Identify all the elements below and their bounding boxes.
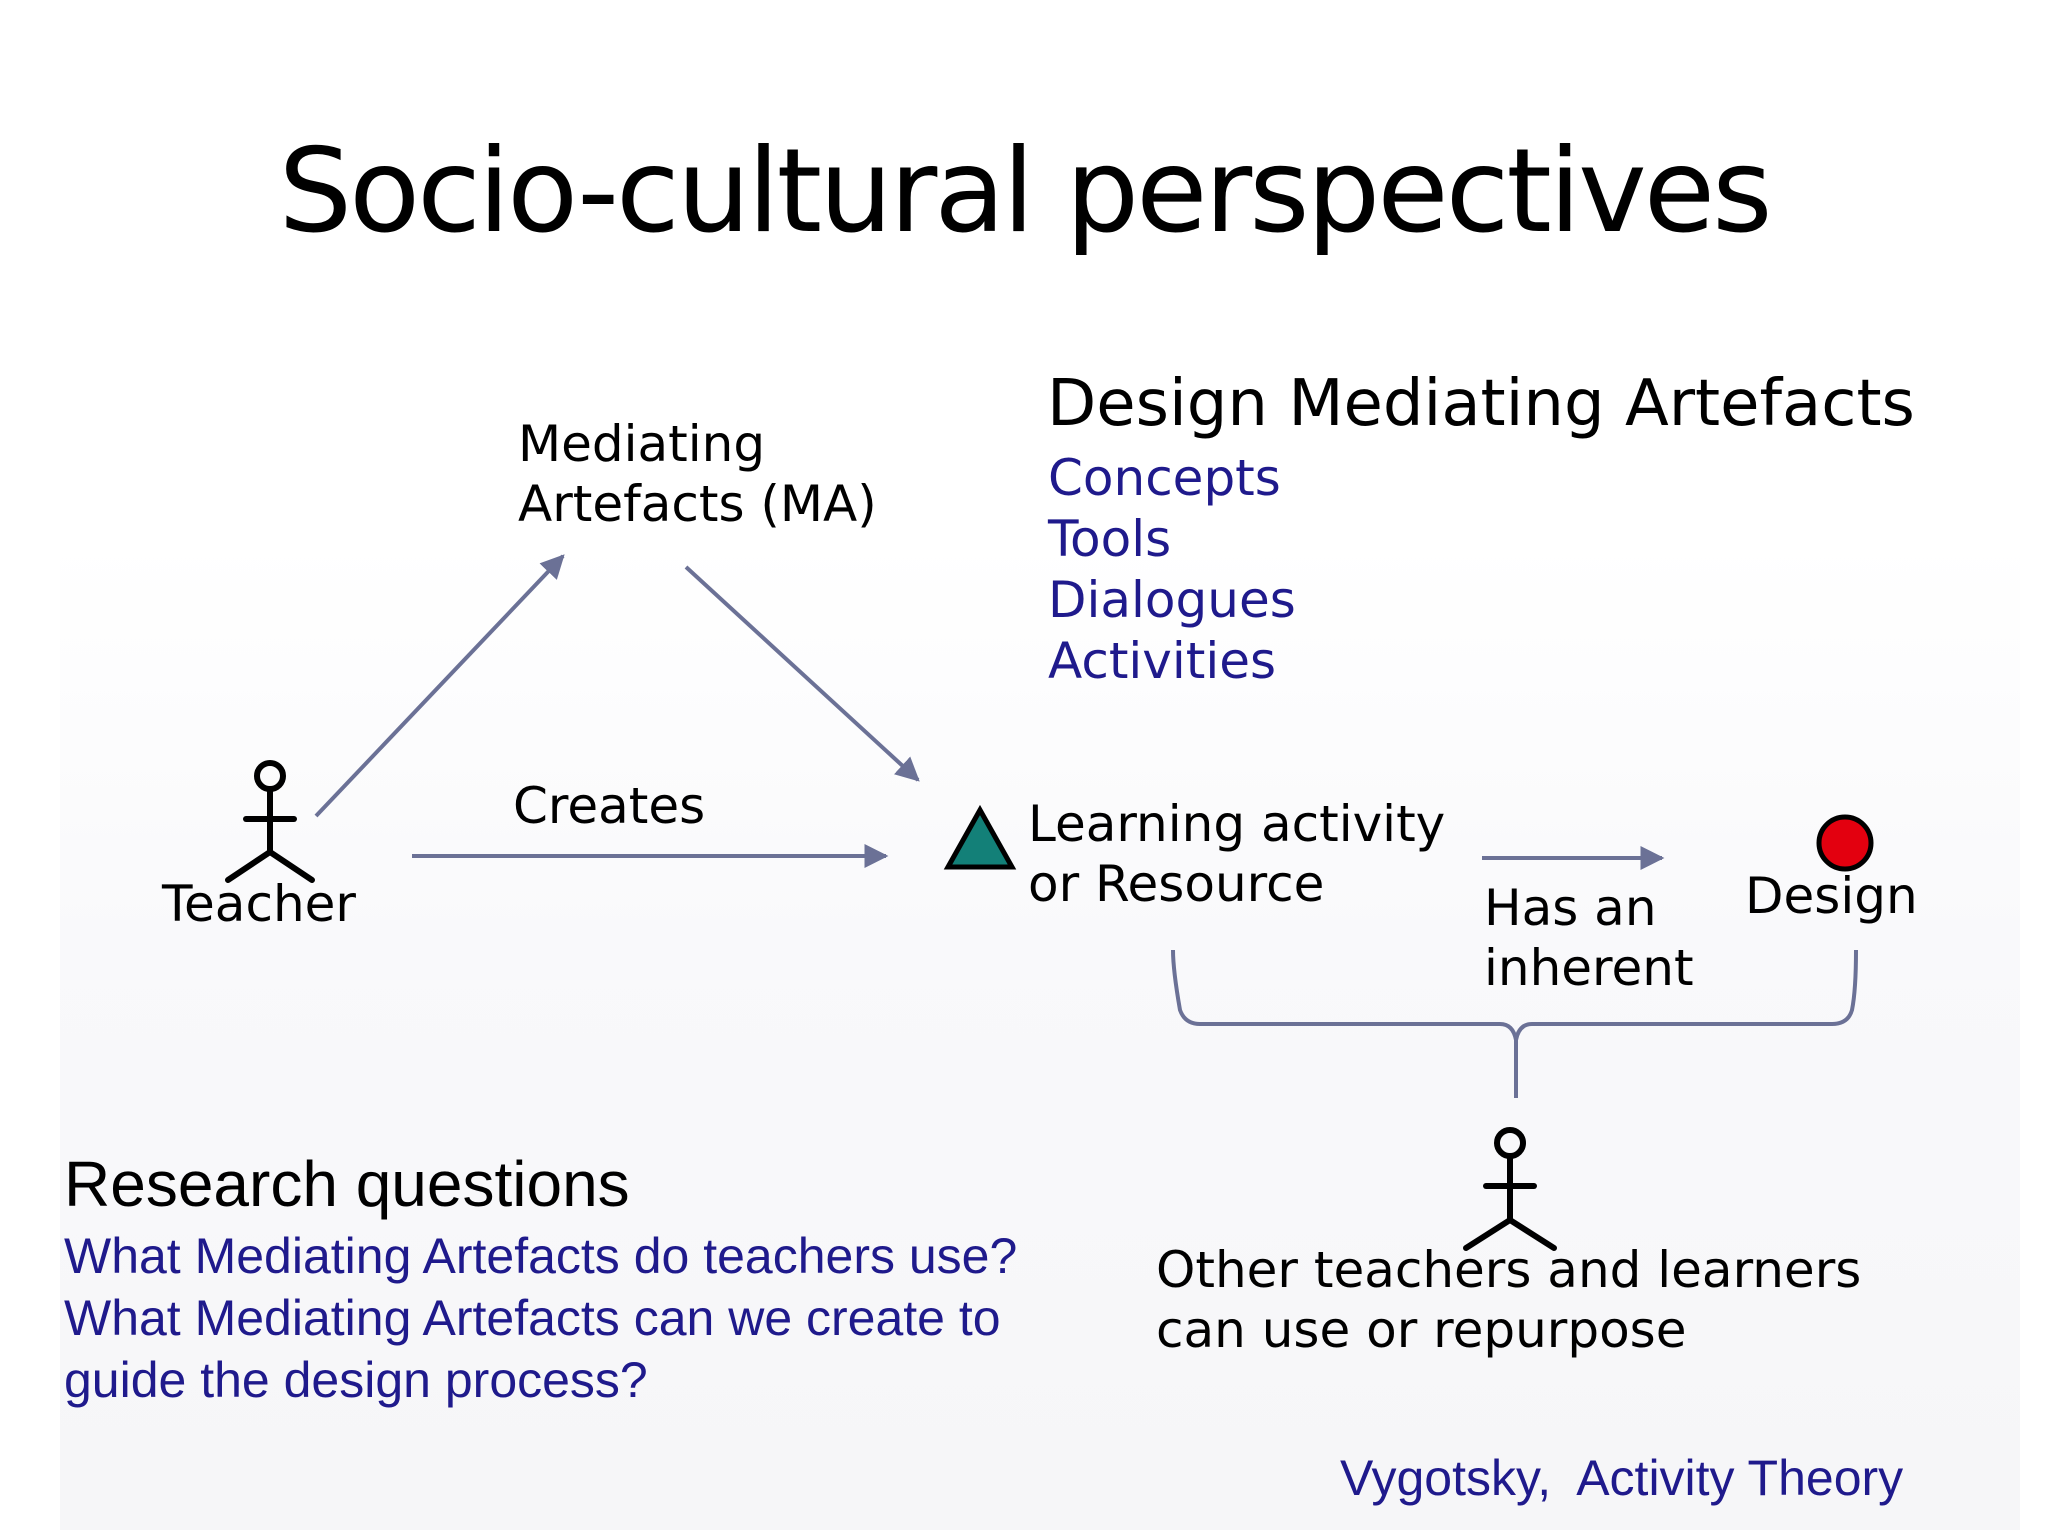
background-panel	[60, 540, 2020, 1530]
learning-activity-line2: or Resource	[1028, 855, 1325, 913]
ma-to-activity-arrow	[684, 565, 920, 782]
research-questions-heading: Research questions	[64, 1148, 630, 1220]
red-circle-icon	[1816, 814, 1874, 872]
design-ma-item-concepts: Concepts	[1048, 449, 1281, 507]
design-ma-item-activities: Activities	[1048, 632, 1277, 690]
teacher-label: Teacher	[162, 875, 356, 933]
other-users-line2: can use or repurpose	[1156, 1301, 1687, 1359]
other-users-line1: Other teachers and learners	[1156, 1241, 1862, 1299]
teacher-stick-figure-icon	[225, 760, 315, 883]
triangle-icon	[943, 804, 1017, 870]
design-label: Design	[1745, 867, 1918, 925]
research-question-2: What Mediating Artefacts can we create t…	[64, 1290, 1001, 1346]
research-question-3: guide the design process?	[64, 1352, 648, 1408]
teacher-to-ma-arrow	[314, 554, 565, 818]
has-inherent-line1: Has an	[1484, 879, 1657, 937]
ma-label-line1: Mediating	[518, 415, 766, 473]
ma-label-line2: Artefacts (MA)	[518, 475, 877, 533]
learning-activity-line1: Learning activity	[1028, 795, 1446, 853]
has-inherent-line2: inherent	[1484, 939, 1694, 997]
slide-title: Socio-cultural perspectives	[278, 124, 1772, 259]
creates-label: Creates	[513, 777, 706, 835]
design-ma-heading: Design Mediating Artefacts	[1047, 367, 1915, 441]
design-ma-item-tools: Tools	[1048, 510, 1172, 568]
citation: Vygotsky, Activity Theory	[1340, 1450, 1904, 1506]
curly-brace	[1171, 949, 1858, 1098]
others-stick-figure-icon	[1463, 1127, 1557, 1251]
design-ma-item-dialogues: Dialogues	[1048, 571, 1296, 629]
research-question-1: What Mediating Artefacts do teachers use…	[64, 1228, 1018, 1284]
